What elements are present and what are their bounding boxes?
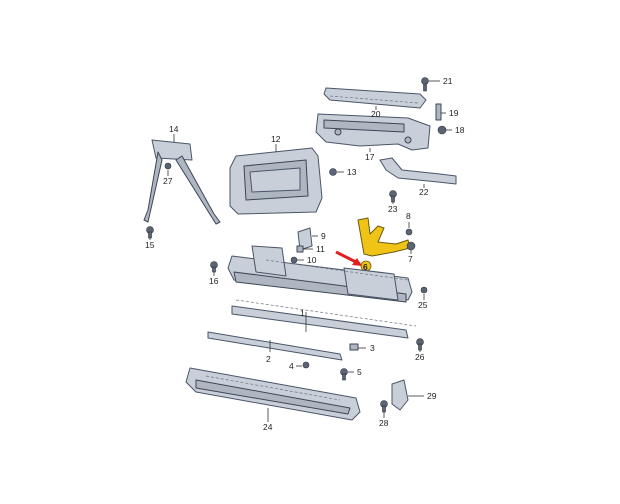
label-part-15: 15: [145, 240, 155, 250]
part-3-clip: [349, 343, 359, 351]
part-10-screw: [290, 256, 298, 264]
label-part-10: 10: [307, 255, 317, 265]
label-part-14: 14: [169, 124, 179, 134]
part-27-clip: [164, 162, 172, 170]
leader-lines: [149, 80, 452, 422]
label-part-9: 9: [321, 231, 326, 241]
part-23-clip: [389, 190, 397, 203]
part-26-screw: [416, 338, 424, 351]
label-part-20: 20: [371, 109, 381, 119]
part-28-screw: [380, 400, 388, 413]
part-17-lock-carrier: [315, 113, 431, 151]
part-2-lower-strip: [207, 331, 343, 361]
label-part-7: 7: [408, 254, 413, 264]
part-13-nut: [329, 168, 337, 176]
part-11-clip: [296, 245, 304, 253]
label-part-11: 11: [316, 244, 325, 254]
label-part-26: 26: [415, 352, 425, 362]
label-part-24: 24: [263, 422, 273, 432]
part-29-side-bracket: [391, 379, 409, 411]
label-part-25: 25: [418, 300, 428, 310]
part-25-screw: [420, 286, 428, 294]
part-16-screw: [210, 261, 218, 273]
part-4-screw: [302, 361, 310, 369]
label-part-21: 21: [443, 76, 453, 86]
label-part-29: 29: [427, 391, 437, 401]
label-part-18: 18: [455, 125, 465, 135]
part-labels: 1 2 3 4 5 6 7 8 9 10 11 12 13 14 15 16 1…: [145, 76, 465, 432]
part-15-screw: [146, 226, 154, 239]
label-part-8: 8: [406, 211, 411, 221]
part-7-clip: [406, 241, 416, 251]
part-20-upper-cross-member: [323, 87, 427, 109]
part-21-screw: [421, 77, 429, 92]
label-part-17: 17: [365, 152, 375, 162]
part-19-pin: [435, 103, 442, 121]
label-part-6: 6: [363, 262, 368, 272]
part-5-screw: [340, 368, 348, 381]
label-part-16: 16: [209, 276, 219, 286]
part-8-screw: [405, 228, 413, 236]
label-part-2: 2: [266, 354, 271, 364]
part-12-air-duct-frame: [229, 147, 323, 215]
part-1-bumper-carrier: [227, 245, 417, 339]
label-part-13: 13: [347, 167, 357, 177]
label-part-23: 23: [388, 204, 398, 214]
red-arrow-indicator: [335, 250, 362, 266]
label-part-4: 4: [289, 361, 294, 371]
part-9-mount-bracket: [297, 227, 313, 251]
part-24-energy-absorber: [185, 367, 361, 421]
part-18-nut: [437, 125, 447, 135]
label-part-12: 12: [271, 134, 281, 144]
label-part-22: 22: [419, 187, 429, 197]
label-part-5: 5: [357, 367, 362, 377]
label-part-28: 28: [379, 418, 389, 428]
label-part-19: 19: [449, 108, 459, 118]
label-part-3: 3: [370, 343, 375, 353]
label-part-27: 27: [163, 176, 173, 186]
part-22-bracket-arm: [379, 157, 457, 185]
part-14-support-bracket: [143, 139, 221, 225]
label-part-1: 1: [300, 308, 305, 318]
part-6-bracket-highlighted: [357, 217, 411, 272]
